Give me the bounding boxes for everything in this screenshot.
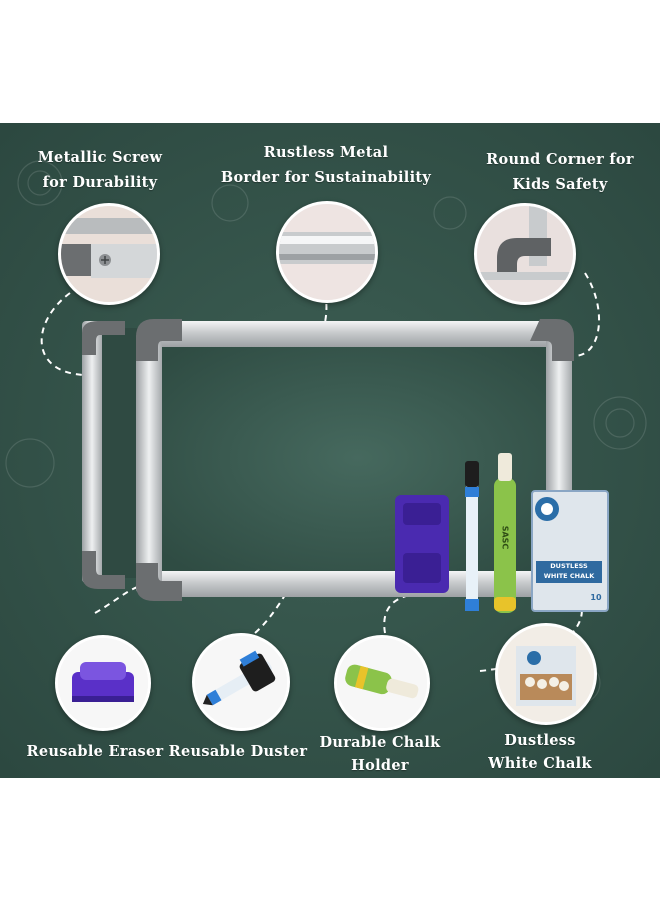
chalk-box-text-2: WHITE CHALK <box>543 572 595 580</box>
label-rustless-border: Rustless Metal Border for Sustainability <box>220 144 432 186</box>
marker-product <box>466 461 478 611</box>
screw-detail-icon <box>61 206 157 302</box>
border-detail-circle <box>276 201 378 303</box>
accessories <box>395 453 609 613</box>
label-reusable-eraser: Reusable Eraser <box>26 743 164 760</box>
chalk-holder-product <box>494 478 516 613</box>
screw-detail-circle <box>58 203 160 305</box>
label-dustless-chalk: Dustless White Chalk <box>488 732 592 772</box>
corner-detail-icon <box>477 206 573 302</box>
eraser-detail-circle <box>55 635 151 731</box>
label-chalk-holder: Durable Chalk Holder <box>319 734 441 774</box>
product-scene: SASC DUSTLESS WHITE CHALK 10 Metallic Sc… <box>0 123 660 778</box>
label-round-corner: Round Corner for Kids Safety <box>486 151 634 193</box>
holder-brand-text: SASC <box>500 525 510 550</box>
whiteboard-frame <box>136 319 574 601</box>
chalk-holder-icon <box>337 638 427 728</box>
chalk-detail-circle <box>495 623 597 725</box>
chalk-box-text-1: DUSTLESS <box>550 562 588 570</box>
label-reusable-duster: Reusable Duster <box>168 743 308 760</box>
chalk-box-icon <box>498 626 594 722</box>
label-metallic-screw: Metallic Screw for Durability <box>37 149 163 191</box>
corner-detail-circle <box>474 203 576 305</box>
duster-detail-circle <box>192 633 290 731</box>
border-detail-icon <box>279 204 375 300</box>
marker-duster-icon <box>195 636 287 728</box>
chalk-box-count: 10 <box>590 593 602 602</box>
eraser-icon <box>58 638 148 728</box>
holder-detail-circle <box>334 635 430 731</box>
